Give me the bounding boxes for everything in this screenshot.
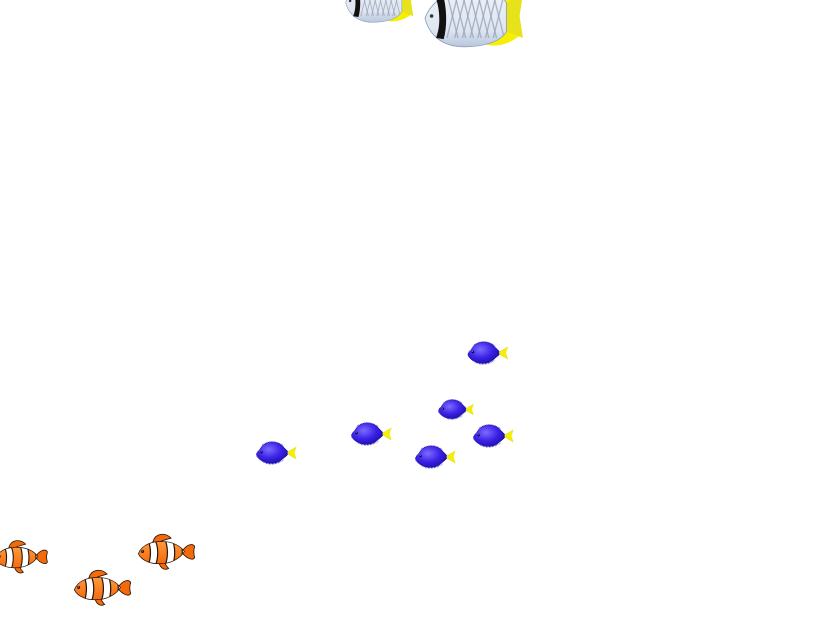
blue-damselfish (415, 445, 456, 469)
blue-damselfish (351, 422, 392, 446)
blue-damselfish (438, 399, 474, 420)
blue-damselfish (256, 441, 297, 465)
clownfish (137, 533, 196, 570)
blue-damselfish (467, 341, 508, 365)
butterflyfish (424, 0, 523, 48)
butterflyfish (345, 0, 414, 23)
blue-damselfish (473, 424, 514, 448)
clownfish (0, 540, 48, 574)
clownfish (73, 569, 132, 606)
